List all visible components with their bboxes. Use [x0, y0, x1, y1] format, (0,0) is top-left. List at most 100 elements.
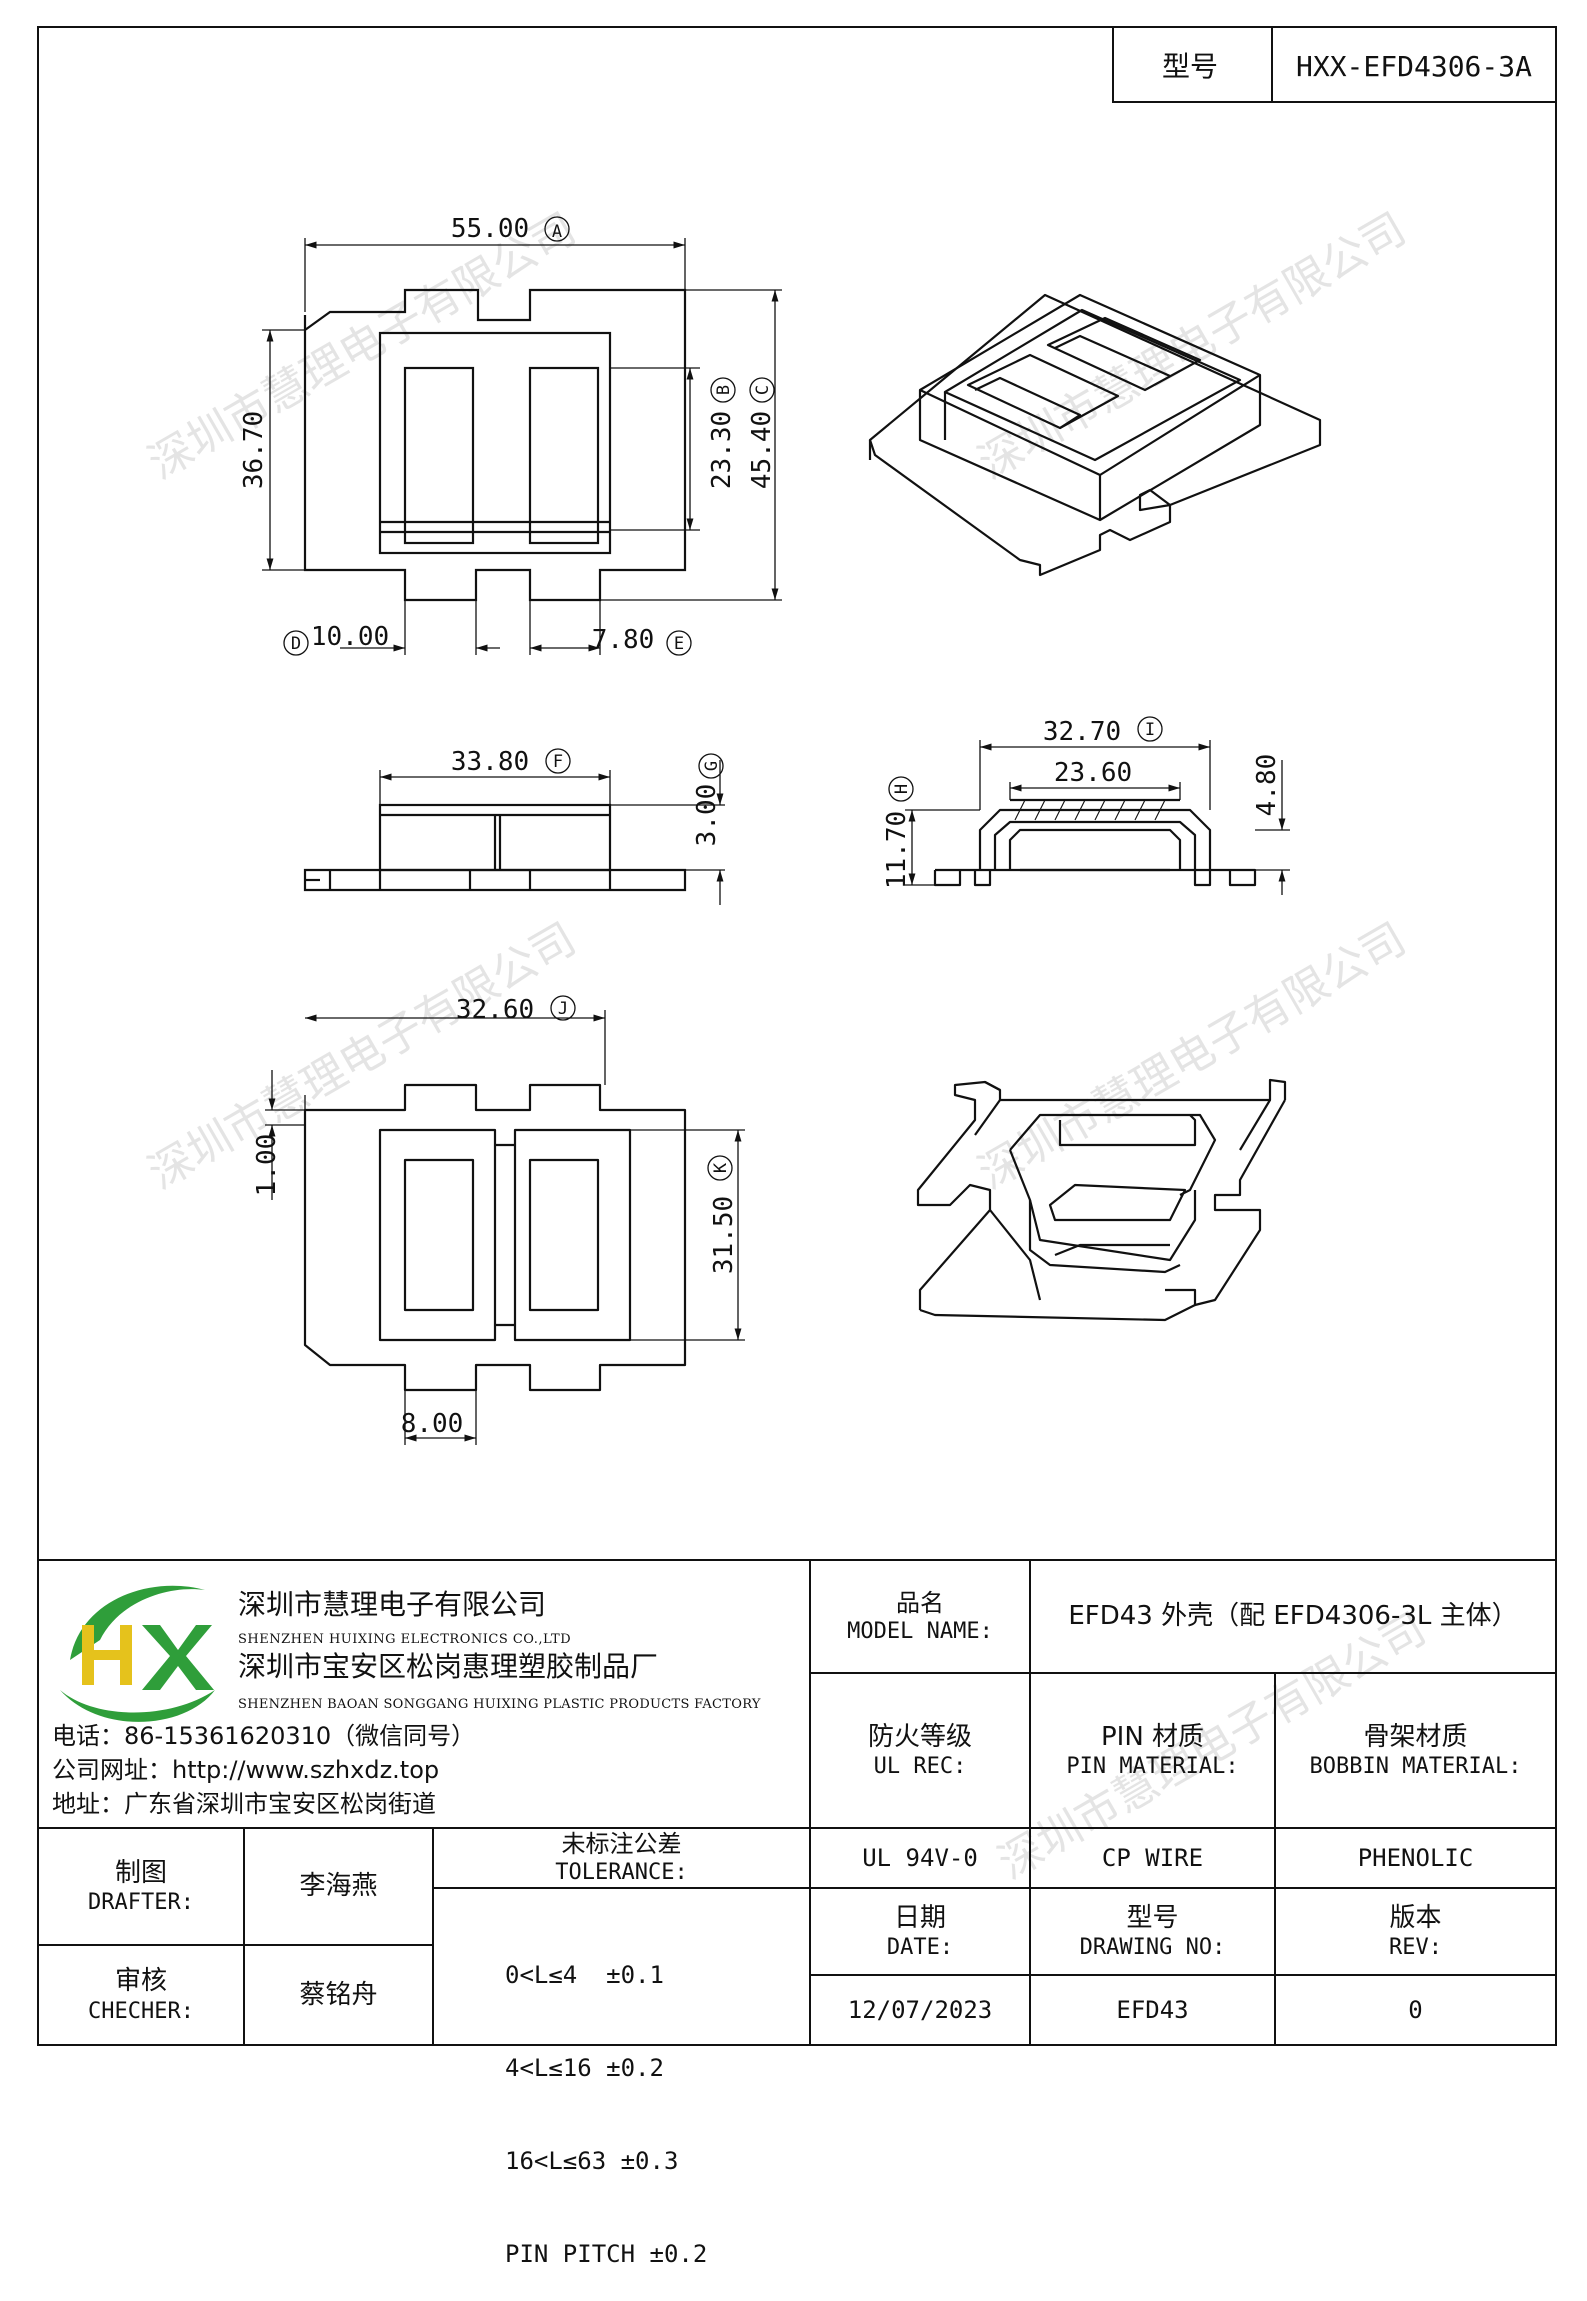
drafter-en: DRAFTER: — [88, 1890, 194, 1915]
drawing-no-value: EFD43 — [1116, 1996, 1189, 2024]
tolerance-row: 4<L≤16 ±0.2 — [505, 2054, 664, 2082]
dim-top-height: 36.70 — [239, 411, 269, 489]
dim-tag-e: E — [674, 634, 684, 654]
side-view — [303, 803, 687, 892]
bobbin-material-cn: 骨架材质 — [1363, 1721, 1468, 1752]
dim-tag-k: K — [711, 1162, 731, 1173]
model-name-en: MODEL NAME: — [847, 1618, 993, 1644]
checker-name: 蔡铭舟 — [299, 1979, 378, 2010]
tolerance-list: 0<L≤4 ±0.1 4<L≤16 ±0.2 16<L≤63 ±0.3 PIN … — [505, 1898, 805, 2301]
dim-side-f: 33.80 — [451, 747, 529, 777]
side-view-dims — [379, 748, 725, 905]
company-address: 地址：广东省深圳市宝安区松岗街道 — [52, 1790, 436, 1818]
dim-bottom-left: 1.00 — [252, 1134, 282, 1197]
rev-value: 0 — [1408, 1996, 1423, 2024]
model-label: 型号 — [1162, 50, 1218, 83]
top-view — [303, 288, 687, 602]
rev-label: 版本 REV: — [1275, 1888, 1556, 1975]
fire-rating-en: UL REC: — [873, 1754, 967, 1779]
watermark-text: 深圳市慧理电子有限公司 — [140, 913, 585, 1199]
bobbin-material-en: BOBBIN MATERIAL: — [1309, 1754, 1522, 1779]
drawing-no-label: 型号 DRAWING NO: — [1030, 1888, 1275, 1975]
checker-en: CHECHER: — [88, 1998, 194, 2024]
isometric-view-bottom — [916, 1078, 1287, 1322]
date-value: 12/07/2023 — [847, 1996, 993, 2024]
isometric-view-top — [868, 293, 1322, 577]
dim-tag-i: I — [1145, 720, 1155, 740]
date-en: DATE: — [886, 1935, 954, 1960]
top-view-dims — [262, 216, 782, 656]
dim-top-e: 7.80 — [592, 625, 655, 655]
title-block-grid — [38, 1559, 1556, 2045]
tolerance-row: 16<L≤63 ±0.3 — [505, 2147, 679, 2175]
date-cn: 日期 — [893, 1902, 946, 1933]
dim-bottom-k: 31.50 — [709, 1196, 739, 1274]
tolerance-en: TOLERANCE: — [555, 1860, 688, 1886]
tolerance-row: PIN PITCH ±0.2 — [505, 2240, 708, 2268]
model-name-label: 品名 MODEL NAME: — [810, 1560, 1030, 1673]
pin-material-en: PIN MATERIAL: — [1066, 1754, 1239, 1779]
fire-rating-cn: 防火等级 — [867, 1721, 972, 1752]
watermark-text: 深圳市慧理电子有限公司 — [970, 203, 1415, 489]
dim-side-g: 3.00 — [692, 784, 722, 847]
tolerance-cn: 未标注公差 — [561, 1830, 682, 1859]
company-name-cn: 深圳市慧理电子有限公司 — [238, 1588, 547, 1621]
end-view-dims — [888, 716, 1290, 895]
dim-top-b: 23.30 — [707, 411, 737, 489]
drafter-label: 制图 DRAFTER: — [38, 1828, 244, 1945]
drawing-no-en: DRAWING NO: — [1079, 1935, 1226, 1960]
factory-name-cn: 深圳市宝安区松岗惠理塑胶制品厂 — [238, 1650, 659, 1683]
dim-tag-j: J — [558, 999, 568, 1019]
pin-material-label: PIN 材质 PIN MATERIAL: — [1030, 1673, 1275, 1828]
dim-top-d: 10.00 — [311, 622, 389, 652]
bobbin-material-value: PHENOLIC — [1357, 1844, 1474, 1872]
dim-tag-f: F — [553, 752, 563, 772]
dim-tag-a: A — [552, 222, 562, 242]
dim-end-inner: 23.60 — [1054, 758, 1132, 788]
bottom-view — [303, 1083, 687, 1392]
fire-rating-value: UL 94V-0 — [862, 1844, 978, 1872]
end-view — [933, 798, 1257, 887]
company-name-en: SHENZHEN HUIXING ELECTRONICS CO.,LTD — [238, 1632, 572, 1647]
bottom-view-dims — [265, 995, 745, 1445]
model-number: HXX-EFD4306-3A — [1296, 50, 1532, 83]
pin-material-cn: PIN 材质 — [1100, 1721, 1205, 1752]
dim-end-right: 4.80 — [1252, 754, 1282, 817]
tolerance-label: 未标注公差 TOLERANCE: — [433, 1828, 810, 1888]
dim-end-i: 32.70 — [1043, 717, 1121, 747]
fire-rating-label: 防火等级 UL REC: — [810, 1673, 1030, 1828]
dim-tag-h: H — [892, 784, 912, 794]
drawing-frame — [37, 26, 1557, 2046]
model-name-cn: 品名 — [896, 1588, 944, 1617]
watermark-text: 深圳市慧理电子有限公司 — [970, 913, 1415, 1199]
company-website: 公司网址：http://www.szhxdz.top — [52, 1756, 440, 1784]
dim-bottom-j: 32.60 — [456, 995, 534, 1025]
rev-cn: 版本 — [1389, 1902, 1442, 1933]
rev-en: REV: — [1389, 1935, 1442, 1960]
dim-tag-c: C — [753, 385, 773, 395]
bobbin-material-label: 骨架材质 BOBBIN MATERIAL: — [1275, 1673, 1556, 1828]
drawing-no-cn: 型号 — [1126, 1902, 1179, 1933]
drafter-name: 李海燕 — [299, 1871, 378, 1902]
tolerance-row: 0<L≤4 ±0.1 — [505, 1961, 664, 1989]
model-name-value: EFD43 外壳（配 EFD4306-3L 主体） — [1068, 1601, 1518, 1632]
company-phone: 电话：86-15361620310（微信同号） — [52, 1722, 476, 1750]
company-logo — [60, 1585, 215, 1722]
pin-material-value: CP WIRE — [1101, 1844, 1204, 1872]
dim-bottom-tab: 8.00 — [401, 1409, 464, 1439]
dim-end-h: 11.70 — [882, 811, 912, 889]
dim-tag-b: B — [714, 385, 734, 395]
factory-name-en: SHENZHEN BAOAN SONGGANG HUIXING PLASTIC … — [238, 1697, 761, 1712]
dim-tag-d: D — [291, 634, 301, 654]
dim-tag-g: G — [702, 761, 722, 771]
drafter-cn: 制图 — [114, 1857, 167, 1888]
end-view-hatch — [1014, 799, 1166, 821]
date-label: 日期 DATE: — [810, 1888, 1030, 1975]
watermark-text: 深圳市慧理电子有限公司 — [140, 203, 585, 489]
dim-top-width: 55.00 — [451, 214, 529, 244]
technical-drawing: 深圳市慧理电子有限公司 深圳市慧理电子有限公司 深圳市慧理电子有限公司 深圳市慧… — [37, 26, 1557, 2046]
dim-top-c: 45.40 — [747, 411, 777, 489]
checker-label: 审核 CHECHER: — [38, 1945, 244, 2045]
checker-cn: 审核 — [114, 1966, 167, 1996]
model-title-box — [1112, 26, 1557, 103]
